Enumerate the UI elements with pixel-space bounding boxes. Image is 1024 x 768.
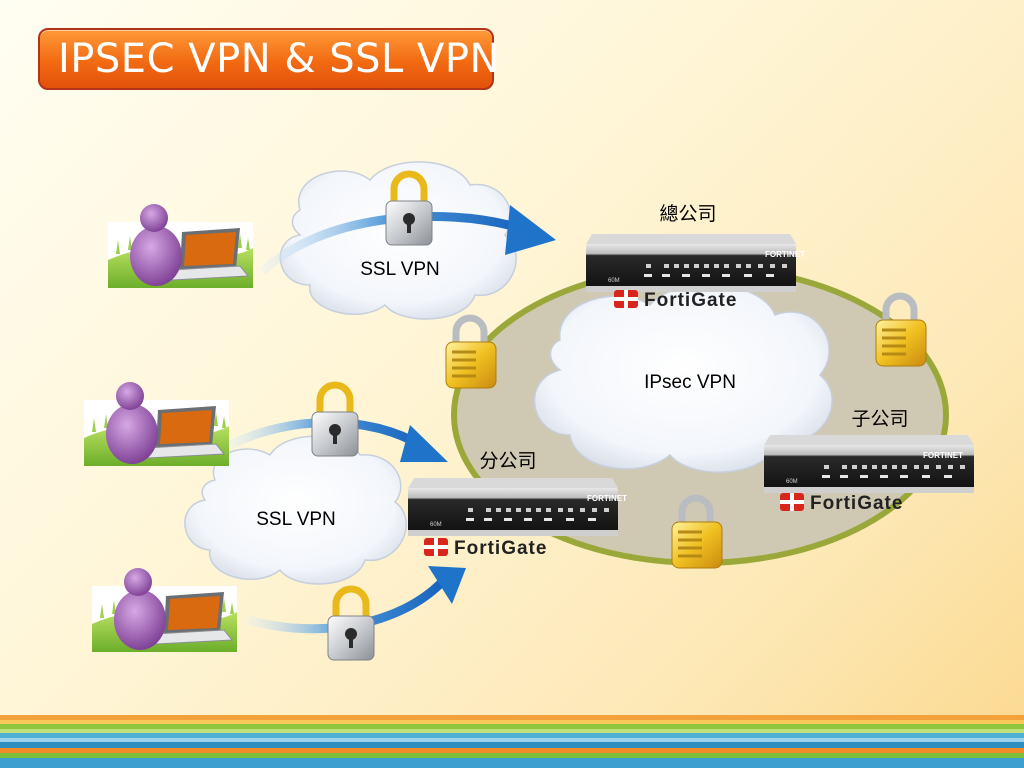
arrow-top <box>258 212 522 276</box>
footer-stripes <box>0 715 1024 768</box>
padlock-icon <box>312 385 358 456</box>
padlock-icon <box>328 589 374 660</box>
title-banner: IPSEC VPN & SSL VPN <box>38 28 499 90</box>
model-label: 60M <box>430 522 442 528</box>
ssl-cloud-left: SSL VPN <box>184 435 407 585</box>
ssl-vpn-left-label: SSL VPN <box>256 509 336 530</box>
arrow-bottom-head <box>428 566 466 604</box>
headquarters-label: 總公司 <box>659 203 716 225</box>
ipsec-vpn-label: IPsec VPN <box>644 372 736 393</box>
page-title: IPSEC VPN & SSL VPN <box>58 36 500 82</box>
model-label: 60M <box>786 479 798 485</box>
subsidiary-label: 子公司 <box>851 408 908 430</box>
gold-lock-icon <box>876 296 926 366</box>
vendor-label: FORTINET <box>923 451 963 460</box>
fortigate-logo: FortiGate <box>614 290 737 311</box>
remote-user-bottom <box>91 567 238 653</box>
arrow-top-head <box>505 205 556 255</box>
fortigate-logo: FortiGate <box>780 493 903 514</box>
brand-label: FortiGate <box>454 538 547 559</box>
device-headquarters: FORTINET 60M 總公司 FortiGate <box>586 203 805 311</box>
device-branch: FORTINET 60M 分公司 FortiGate <box>408 450 627 559</box>
arrow-middle-head <box>400 425 448 462</box>
vendor-label: FORTINET <box>587 494 627 503</box>
branch-label: 分公司 <box>479 450 536 472</box>
ssl-vpn-top-label: SSL VPN <box>360 259 440 280</box>
brand-label: FortiGate <box>810 493 903 514</box>
remote-user-top <box>107 203 254 289</box>
fortigate-logo: FortiGate <box>424 538 547 559</box>
remote-user-middle <box>83 381 230 467</box>
model-label: 60M <box>608 278 620 284</box>
brand-label: FortiGate <box>644 290 737 311</box>
vendor-label: FORTINET <box>765 250 805 259</box>
device-subsidiary: FORTINET 60M 子公司 FortiGate <box>764 408 974 514</box>
gold-lock-icon <box>446 318 496 388</box>
